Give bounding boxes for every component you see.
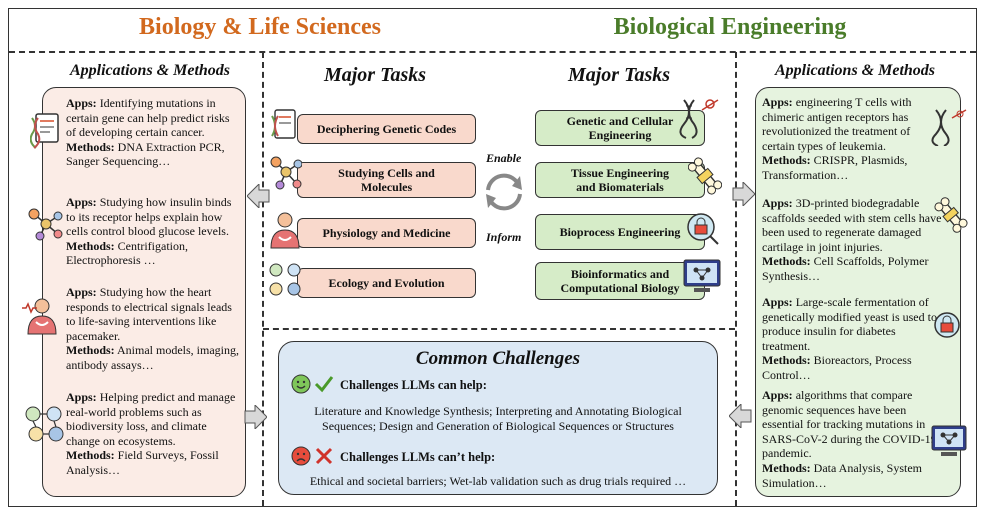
major-tasks-right-title: Major Tasks	[567, 64, 671, 86]
medicine-person-icon	[270, 212, 300, 249]
left-panel-title: Applications & Methods	[69, 62, 231, 79]
enable-label: Enable	[486, 151, 522, 165]
task-bioprocess-engineering: Bioprocess Engineering	[535, 214, 705, 250]
bioprocess-lock-icon	[934, 312, 960, 338]
molecule-icon	[28, 208, 63, 241]
left-item-4: Apps: Helping predict and manage real-wo…	[66, 390, 236, 477]
right-item-2: Apps: 3D-printed biodegradable scaffolds…	[762, 196, 942, 283]
cross-icon	[315, 447, 333, 465]
task-tissue-engineering: Tissue Engineering and Biomaterials	[535, 162, 705, 198]
cells-molecule-icon	[270, 156, 302, 190]
header-biology: Biology & Life Sciences	[139, 14, 381, 40]
cycle-arrows-icon	[486, 173, 522, 211]
left-item-2: Apps: Studying how insulin binds to its …	[66, 195, 232, 268]
left-item-1: Apps: Identifying mutations in certain g…	[66, 96, 230, 169]
arrow-right-bottom-icon	[244, 405, 267, 429]
right-divider	[735, 52, 737, 506]
dna-scissors-icon	[679, 99, 719, 139]
outer-frame	[8, 8, 977, 507]
cant-help-heading: Challenges LLMs can’t help:	[340, 450, 496, 464]
left-applications-panel	[42, 87, 246, 497]
right-item-4: Apps: algorithms that compare genomic se…	[762, 388, 937, 490]
smile-face-icon	[291, 374, 311, 394]
arrow-left-bottom-icon	[729, 404, 752, 428]
inform-label: Inform	[486, 230, 522, 244]
task-studying-cells: Studying Cells and Molecules	[297, 162, 476, 198]
task-bioinformatics: Bioinformatics and Computational Biology	[535, 262, 705, 300]
dna-edit-icon	[931, 109, 967, 146]
arrow-right-top-icon	[732, 182, 755, 206]
ecology-icon	[25, 406, 64, 442]
ecology-evolution-icon	[269, 263, 301, 296]
arrow-left-top-icon	[247, 184, 270, 208]
bone-bandage-icon	[688, 157, 722, 195]
major-tasks-left-title: Major Tasks	[323, 64, 427, 86]
right-item-3: Apps: Large-scale fermentation of geneti…	[762, 295, 937, 382]
right-item-1: Apps: engineering T cells with chimeric …	[762, 95, 912, 182]
task-physiology-medicine: Physiology and Medicine	[297, 218, 476, 248]
lab-lock-icon	[687, 213, 719, 245]
computer-icon	[931, 425, 967, 456]
right-panel-title: Applications & Methods	[774, 62, 936, 79]
header-divider	[9, 51, 976, 53]
task-deciphering-genetic-codes: Deciphering Genetic Codes	[297, 114, 476, 144]
left-divider	[262, 52, 264, 506]
check-icon	[314, 376, 334, 393]
can-help-heading: Challenges LLMs can help:	[340, 378, 487, 392]
right-applications-panel	[755, 87, 961, 497]
task-ecology-evolution: Ecology and Evolution	[297, 268, 476, 298]
can-help-text: Literature and Knowledge Synthesis; Inte…	[314, 404, 682, 433]
middle-divider	[263, 328, 735, 330]
computer-network-icon	[683, 259, 721, 292]
genetic-code-icon	[271, 109, 296, 139]
dna-document-icon	[30, 113, 59, 149]
physiology-person-icon	[22, 298, 57, 335]
left-item-3: Apps: Studying how the heart responds to…	[66, 285, 239, 372]
common-challenges-title: Common Challenges	[415, 348, 581, 369]
bone-icon	[934, 197, 968, 233]
sad-face-icon	[291, 446, 311, 466]
cant-help-text: Ethical and societal barriers; Wet-lab v…	[309, 474, 687, 488]
header-engineering: Biological Engineering	[613, 14, 847, 40]
common-challenges-box	[278, 341, 718, 495]
task-genetic-cellular-engineering: Genetic and Cellular Engineering	[535, 110, 705, 146]
